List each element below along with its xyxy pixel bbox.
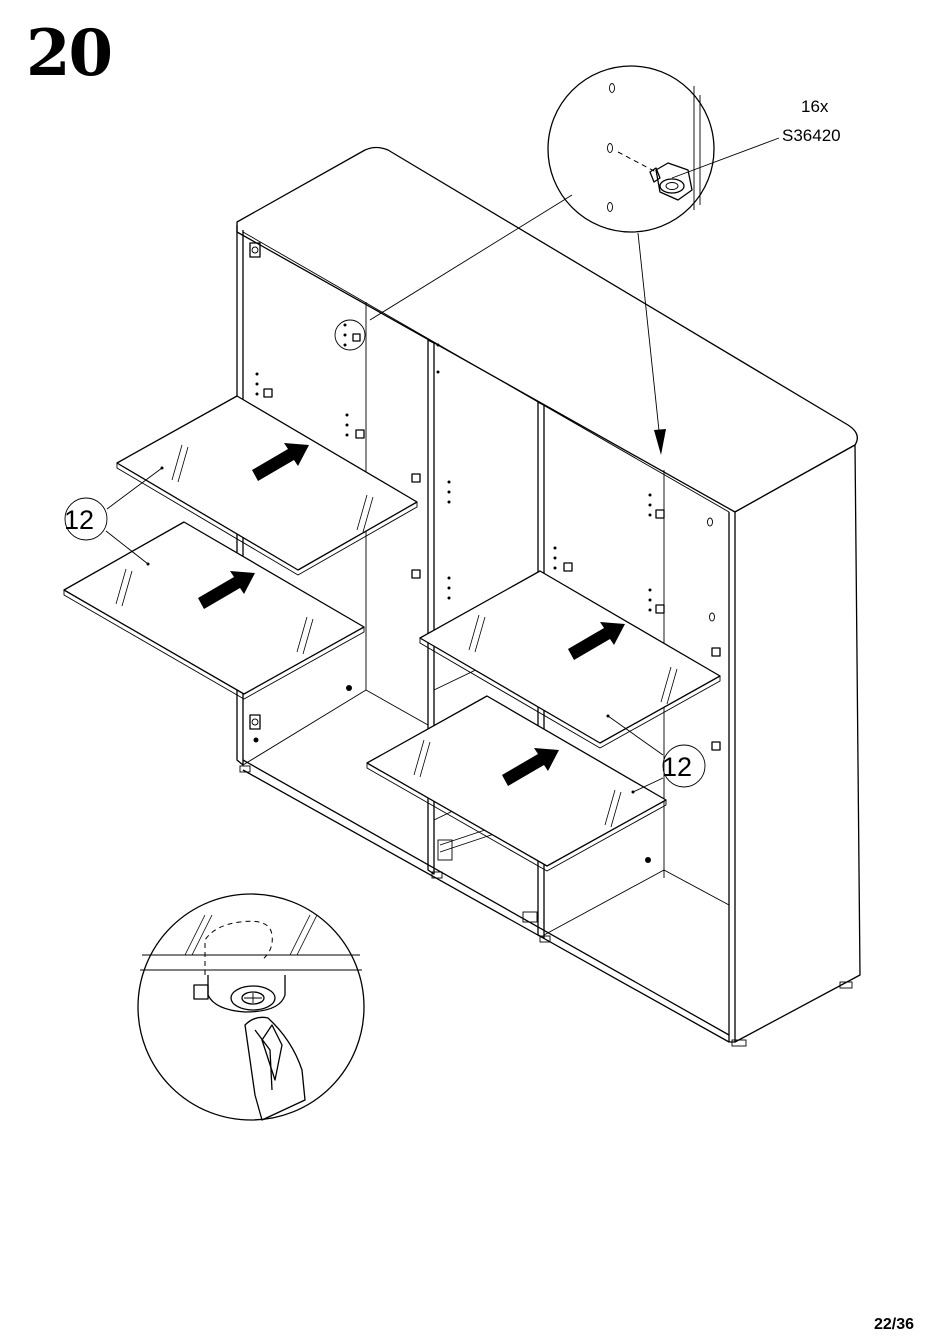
screwdriver-detail <box>138 894 364 1120</box>
hinge-top-left <box>250 243 260 257</box>
cabinet-right-side <box>735 445 860 1042</box>
screwdriver-icon <box>245 1017 305 1120</box>
hinge-bottom-left <box>250 715 260 729</box>
part-callout-right-label: 12 <box>662 752 692 782</box>
shelf-support-pin-icon <box>194 975 285 1012</box>
shelf-support-pin-icon <box>650 163 692 200</box>
part-callout-left-label: 12 <box>64 505 94 535</box>
page-number: 22/36 <box>874 1316 914 1334</box>
